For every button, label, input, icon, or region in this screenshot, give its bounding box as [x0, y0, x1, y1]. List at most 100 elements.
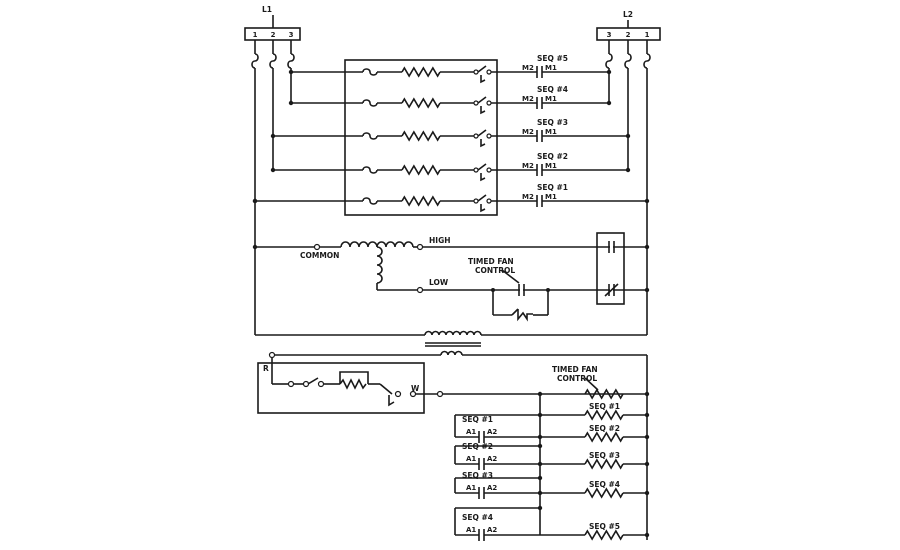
contact-right-label: A2 [487, 455, 497, 463]
heater-element-box [344, 59, 498, 216]
heater-seq-label: SEQ #4 [537, 85, 568, 94]
fan-timed-control-label-2: CONTROL [475, 266, 515, 275]
l2-terminal-block: L2 3 2 1 [596, 10, 661, 69]
common-terminal [313, 243, 321, 251]
sequencer-coil [584, 431, 624, 443]
coil-seq-label: SEQ #3 [589, 451, 620, 460]
heater-fuse-icon [362, 132, 378, 140]
heater-contact-left-label: M2 [522, 193, 534, 201]
l1-terminal-1: 1 [253, 31, 258, 39]
sequencer-coil [584, 458, 624, 470]
sequencer-coil [584, 409, 624, 421]
heater-fuse-icon [362, 68, 378, 76]
contact-seq-label: SEQ #1 [462, 415, 493, 424]
heater-seq-label: SEQ #2 [537, 152, 568, 161]
heater-contact-left-label: M2 [522, 95, 534, 103]
l2-terminal-2: 2 [626, 31, 631, 39]
heater-seq-label: SEQ #3 [537, 118, 568, 127]
heater-contact-left-label: M2 [522, 162, 534, 170]
coil-seq-label: SEQ #1 [589, 402, 620, 411]
l2-fuse-3 [605, 53, 613, 69]
heater-fuse-icon [362, 166, 378, 174]
contact-right-label: A2 [487, 484, 497, 492]
l1-terminal-2: 2 [271, 31, 276, 39]
sequencer-contact-row: SEQ #2 A1 A2 [454, 442, 543, 470]
fan-timed-control-label-1: TIMED FAN [468, 257, 514, 266]
heater-contact-left-label: M2 [522, 64, 534, 72]
contact-left-label: A1 [466, 526, 476, 534]
l1-label: L1 [262, 5, 272, 14]
low-label: LOW [429, 278, 449, 287]
heater-element [401, 130, 441, 142]
motor-winding-low [376, 246, 383, 284]
l2-fuse-2 [624, 53, 632, 69]
thermostat-w-label: W [411, 384, 420, 393]
heater-element [401, 164, 441, 176]
contact-left-label: A1 [466, 455, 476, 463]
contact-left-label: A1 [466, 428, 476, 436]
l1-fuse-3 [287, 53, 295, 69]
contact-right-label: A2 [487, 428, 497, 436]
common-label: COMMON [300, 251, 339, 260]
sequencer-contact-row: SEQ #3 A1 A2 [454, 471, 543, 499]
contact-seq-label: SEQ #2 [462, 442, 493, 451]
heater-seq-label: SEQ #5 [537, 54, 568, 63]
heater-element [401, 66, 441, 78]
heater-contact-right-label: M1 [545, 95, 557, 103]
coil-row: SEQ #3 [537, 451, 650, 470]
l1-fuse-2 [269, 53, 277, 69]
l2-fuse-1 [643, 53, 651, 69]
coil-row: SEQ #2 [537, 424, 650, 443]
control-timed-fan-label-1: TIMED FAN [552, 365, 598, 374]
heater-row: SEQ #3M2 M1 [270, 118, 631, 148]
heater-seq-label: SEQ #1 [537, 183, 568, 192]
timed-fan-control-resistor [584, 388, 624, 400]
contact-seq-label: SEQ #4 [462, 513, 493, 522]
heater-contact-right-label: M1 [545, 128, 557, 136]
heater-fuse-icon [362, 197, 378, 205]
heater-row: SEQ #2M2 M1 [270, 152, 631, 182]
coil-seq-label: SEQ #4 [589, 480, 620, 489]
fan-motor-circuit: COMMON HIGH LOW TIMED FAN CONTROL [252, 232, 650, 322]
contact-seq-label: SEQ #3 [462, 471, 493, 480]
l1-fuse-1 [251, 53, 259, 69]
l2-label: L2 [623, 10, 633, 19]
control-transformer [255, 330, 648, 540]
l2-terminal-1: 1 [645, 31, 650, 39]
fan-relay-box [596, 232, 625, 305]
heater-row: SEQ #4M2 M1 [288, 85, 612, 115]
heater-element [401, 195, 441, 207]
heater-fuse-icon [362, 99, 378, 107]
heater-contact-left-label: M2 [522, 128, 534, 136]
transformer-secondary [440, 350, 463, 356]
sequencer-contact-row: SEQ #1 A1 A2 [454, 414, 540, 443]
high-terminal [416, 243, 424, 251]
l1-terminal-3: 3 [289, 31, 294, 39]
coil-row: SEQ #4 [537, 480, 650, 499]
heater-row: SEQ #5M2 M1 [288, 54, 612, 84]
control-timed-fan-label-2: CONTROL [557, 374, 597, 383]
thermostat-box [257, 362, 425, 414]
thermostat-r-label: R [263, 364, 269, 373]
heater-contact-right-label: M1 [545, 64, 557, 72]
coil-seq-label: SEQ #2 [589, 424, 620, 433]
contact-left-label: A1 [466, 484, 476, 492]
low-terminal [416, 286, 424, 294]
heater-contact-right-label: M1 [545, 193, 557, 201]
sequencer-contact-row: SEQ #4 A1 A2 [454, 505, 543, 541]
contact-right-label: A2 [487, 526, 497, 534]
coil-row: SEQ #5 [540, 522, 650, 541]
heater-row: SEQ #1M2 M1 [252, 183, 650, 213]
l2-terminal-3: 3 [607, 31, 612, 39]
sequencer-coil [584, 529, 624, 541]
coil-seq-label: SEQ #5 [589, 522, 620, 531]
coil-row: SEQ #1 [537, 402, 650, 421]
sequencer-coil [584, 487, 624, 499]
heater-contact-right-label: M1 [545, 162, 557, 170]
l1-terminal-block: L1 1 2 3 [244, 5, 301, 69]
control-ladder: TIMED FAN CONTROL [537, 365, 650, 535]
transformer-primary [424, 330, 482, 336]
